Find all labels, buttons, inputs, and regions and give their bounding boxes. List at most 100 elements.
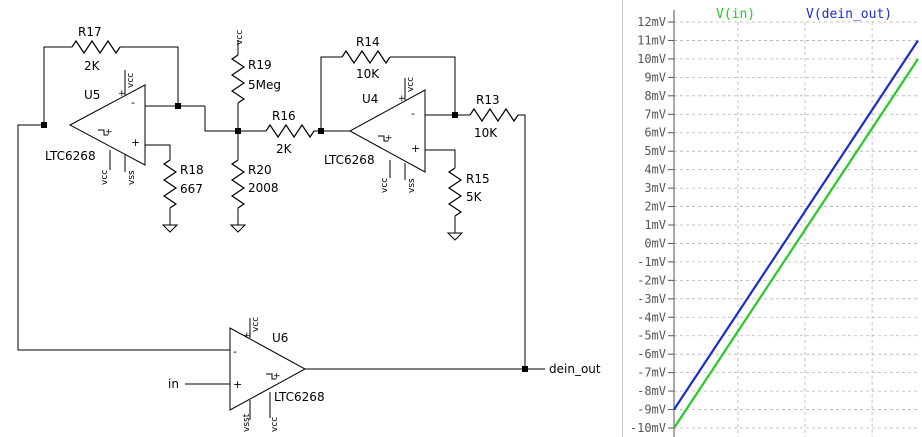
resistor-r17[interactable]: R17 2K [43, 25, 179, 125]
legend-entry-dein-out[interactable]: V(dein_out) [806, 7, 892, 22]
r17-left-wire [43, 46, 72, 125]
opamp-u4-vss-label: vss [407, 178, 417, 193]
y-tick-label: 10mV [637, 52, 666, 66]
opamp-u4-vcc-label: vcc [406, 77, 416, 92]
waveform-plot[interactable]: 12mV11mV10mV9mV8mV7mV6mV5mV4mV3mV2mV1mV0… [622, 0, 922, 437]
y-tick-label: -2mV [637, 273, 666, 287]
opamp-u4-shdn-text: + [383, 134, 393, 142]
resistor-r20[interactable]: R20 2008 [229, 159, 279, 233]
r13-body [469, 107, 519, 123]
r14-left-wire [320, 56, 342, 131]
u5-plus-wire [145, 144, 171, 160]
y-tick-label: 5mV [644, 144, 666, 158]
y-tick-label: 6mV [644, 126, 666, 140]
resistor-r18[interactable]: R18 667 [161, 159, 204, 233]
r14-value: 10K [356, 67, 380, 81]
y-tick-label: 11mV [637, 33, 666, 47]
r17-value: 2K [84, 59, 101, 73]
opamp-u6-part: LTC6268 [274, 390, 325, 404]
resistor-r15[interactable]: R15 5K [446, 167, 490, 241]
r17-ref: R17 [78, 25, 102, 39]
y-tick-label: 4mV [644, 163, 666, 177]
y-tick-label: -10mV [630, 421, 666, 435]
opamp-u5-shdn-mark [98, 129, 108, 136]
opamp-u6-vcc-label: vcc [251, 317, 261, 332]
y-tick-label: 0mV [644, 236, 666, 250]
y-tick-label: 3mV [644, 181, 666, 195]
r20-body [230, 159, 246, 209]
junction-u5-out [175, 103, 181, 109]
opamp-u4-ref: U4 [362, 92, 378, 106]
opamp-u5-vcc-label: vcc [126, 73, 136, 88]
r16-body [265, 123, 315, 139]
r18-ground-symbol [161, 224, 179, 233]
r13-value: 10K [474, 126, 498, 140]
y-tick-label: -6mV [637, 347, 666, 361]
opamp-u6[interactable]: - + U6 LTC6268 vcc + vsst vcc + [229, 317, 325, 432]
r20-value: 2008 [248, 181, 279, 195]
r20-ground-symbol [229, 224, 247, 233]
junction-dein-out [522, 366, 528, 372]
y-tick-label: 7mV [644, 107, 666, 121]
resistor-r13[interactable]: R13 10K [469, 93, 526, 369]
schematic-diagram: - + U5 LTC6268 vcc + vcc vss + R17 2K R1… [17, 25, 601, 432]
opamp-u4[interactable]: - + U4 LTC6268 vcc + vcc vss + [324, 77, 426, 193]
r19-value: 5Meg [248, 78, 281, 92]
opamp-u5-ref: U5 [84, 88, 100, 102]
opamp-u6-vcc-plus: + [243, 331, 251, 341]
resistor-r19[interactable]: vcc R19 5Meg [230, 30, 281, 160]
opamp-u6-ref: U6 [272, 331, 288, 345]
plot-series [673, 39, 919, 429]
opamp-u6-vcc2-label: vcc [270, 417, 280, 432]
loop-wire-u5-u6 [17, 124, 230, 351]
series-line-vin [673, 58, 919, 429]
opamp-u5-body [68, 84, 146, 166]
r15-ref: R15 [466, 172, 490, 186]
y-tick-label: -5mV [637, 329, 666, 343]
r18-body [162, 159, 178, 209]
r14-right-wire [390, 56, 456, 115]
opamp-u5-shdn-text: + [103, 128, 113, 136]
r18-value: 667 [180, 182, 203, 196]
net-label-in: in [168, 377, 179, 391]
series-line-dein-out [673, 39, 919, 411]
r15-body [447, 167, 463, 217]
opamp-u4-part: LTC6268 [324, 153, 375, 167]
y-tick-label: 2mV [644, 200, 666, 214]
r17-body [71, 39, 121, 55]
resistor-r14[interactable]: R14 10K [320, 35, 456, 131]
opamp-u4-vcc-plus: + [398, 94, 406, 104]
opamp-u6-vsst-label: vsst [242, 413, 252, 432]
r15-value: 5K [466, 190, 483, 204]
u5-to-node-wire [204, 106, 238, 132]
opamp-u4-minus-pin: - [411, 107, 415, 120]
resistor-r16[interactable]: R16 2K [238, 109, 350, 156]
opamp-u4-body [348, 89, 426, 173]
y-tick-label: -1mV [637, 255, 666, 269]
r17-right-wire [120, 46, 179, 106]
r18-ref: R18 [180, 163, 204, 177]
y-tick-label: -9mV [637, 403, 666, 417]
opamp-u6-shdn-mark [266, 373, 276, 380]
r19-body [230, 54, 246, 104]
opamp-u4-shdn-mark [378, 135, 388, 142]
r16-ref: R16 [272, 109, 296, 123]
opamp-u5-vss-label: vss [127, 170, 137, 185]
opamp-u4-vcc2-label: vcc [380, 178, 390, 193]
y-tick-label: -3mV [637, 292, 666, 306]
net-label-dein-out: dein_out [549, 362, 601, 376]
opamp-u6-body [229, 327, 307, 411]
opamp-u6-plus-pin: + [233, 378, 242, 391]
r16-value: 2K [276, 142, 293, 156]
opamp-u5-plus-pin: + [131, 136, 140, 149]
r14-body [341, 49, 391, 65]
r19-vcc-label: vcc [235, 30, 245, 45]
opamp-u5[interactable]: - + U5 LTC6268 vcc + vcc vss + [45, 70, 146, 185]
y-tick-label: 12mV [637, 15, 666, 29]
opamp-u5-minus-pin: - [131, 96, 135, 109]
y-axis-tick-labels: 12mV11mV10mV9mV8mV7mV6mV5mV4mV3mV2mV1mV0… [630, 15, 674, 435]
r14-ref: R14 [356, 35, 380, 49]
legend-entry-vin[interactable]: V(in) [716, 7, 755, 22]
y-tick-label: -7mV [637, 366, 666, 380]
y-tick-label: 8mV [644, 89, 666, 103]
